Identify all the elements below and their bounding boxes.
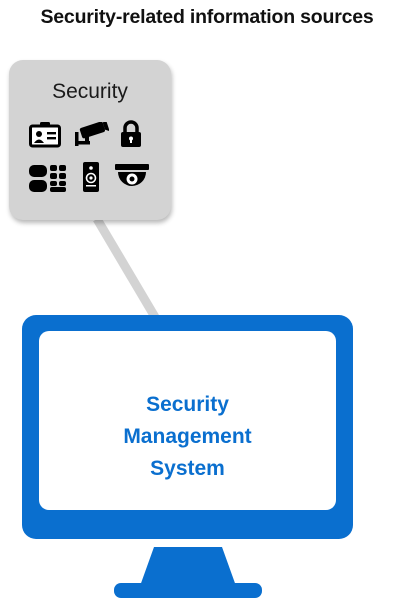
- dome-camera-icon: [115, 164, 149, 186]
- monitor-screen: Security Management System: [22, 315, 353, 539]
- id-badge-icon: [29, 122, 61, 148]
- monitor-label-line-2: Management: [123, 425, 252, 448]
- security-card-label: Security: [52, 80, 128, 103]
- security-source-card: Security: [9, 60, 171, 220]
- card-reader-icon: [83, 162, 99, 192]
- diagram-title: Security-related information sources: [40, 6, 374, 28]
- padlock-icon: [121, 120, 141, 147]
- monitor-label: Security Management System: [39, 389, 336, 485]
- monitor-label-line-1: Security: [146, 393, 229, 416]
- monitor-label-line-3: System: [150, 457, 225, 480]
- monitor-display: Security Management System: [39, 331, 336, 510]
- keypad-icon: [29, 165, 66, 192]
- security-camera-icon: [75, 122, 109, 146]
